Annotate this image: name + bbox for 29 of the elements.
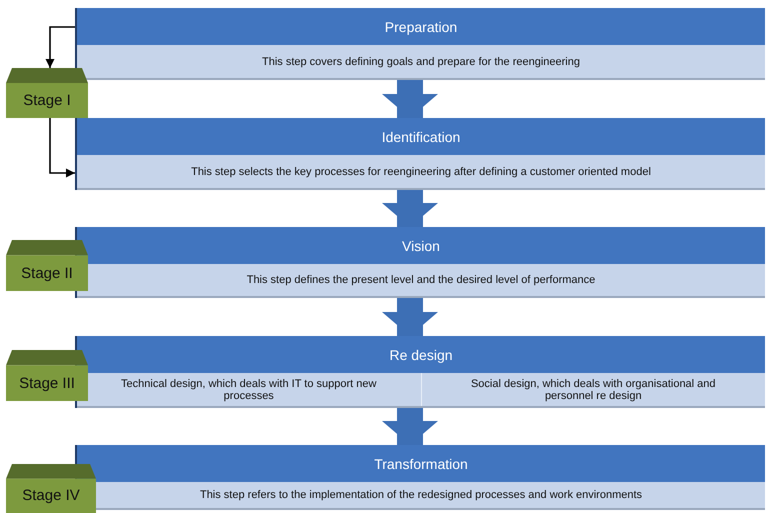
step-description: This step covers defining goals and prepare for the reengineering [262, 56, 580, 68]
stage-label: Stage IV [21, 486, 81, 506]
block-arrow [382, 408, 438, 445]
step-description: This step refers to the implementation of the redesigned processes and work environments [200, 489, 642, 501]
step-title: Re design [77, 336, 765, 373]
block-arrow [382, 190, 438, 227]
stage-label: Stage II [20, 264, 74, 284]
step-description: This step defines the present level and the desired level of performance [246, 274, 596, 286]
block-arrow [382, 80, 438, 118]
step-title: Transformation [77, 445, 765, 482]
step-band [75, 336, 765, 408]
step-band [75, 118, 765, 190]
block-arrow [382, 298, 438, 336]
step-title: Vision [77, 227, 765, 264]
connector-arrow [46, 26, 75, 68]
step-band [75, 227, 765, 298]
step-title: Preparation [77, 8, 765, 45]
connector-arrow [49, 118, 75, 178]
step-description: Technical design, which deals with IT to support new processes [120, 378, 378, 402]
stage-block [6, 464, 96, 513]
stage-label: Stage III [18, 374, 76, 394]
step-description: Social design, which deals with organisational and personnel re design [470, 378, 717, 402]
step-title: Identification [77, 118, 765, 155]
stage-block [6, 68, 88, 118]
step-description: This step selects the key processes for reengineering after defining a customer oriented model [191, 166, 651, 178]
stage-block [6, 350, 88, 401]
stage-label: Stage I [22, 91, 72, 111]
step-band [75, 8, 765, 80]
stage-block [6, 240, 88, 291]
